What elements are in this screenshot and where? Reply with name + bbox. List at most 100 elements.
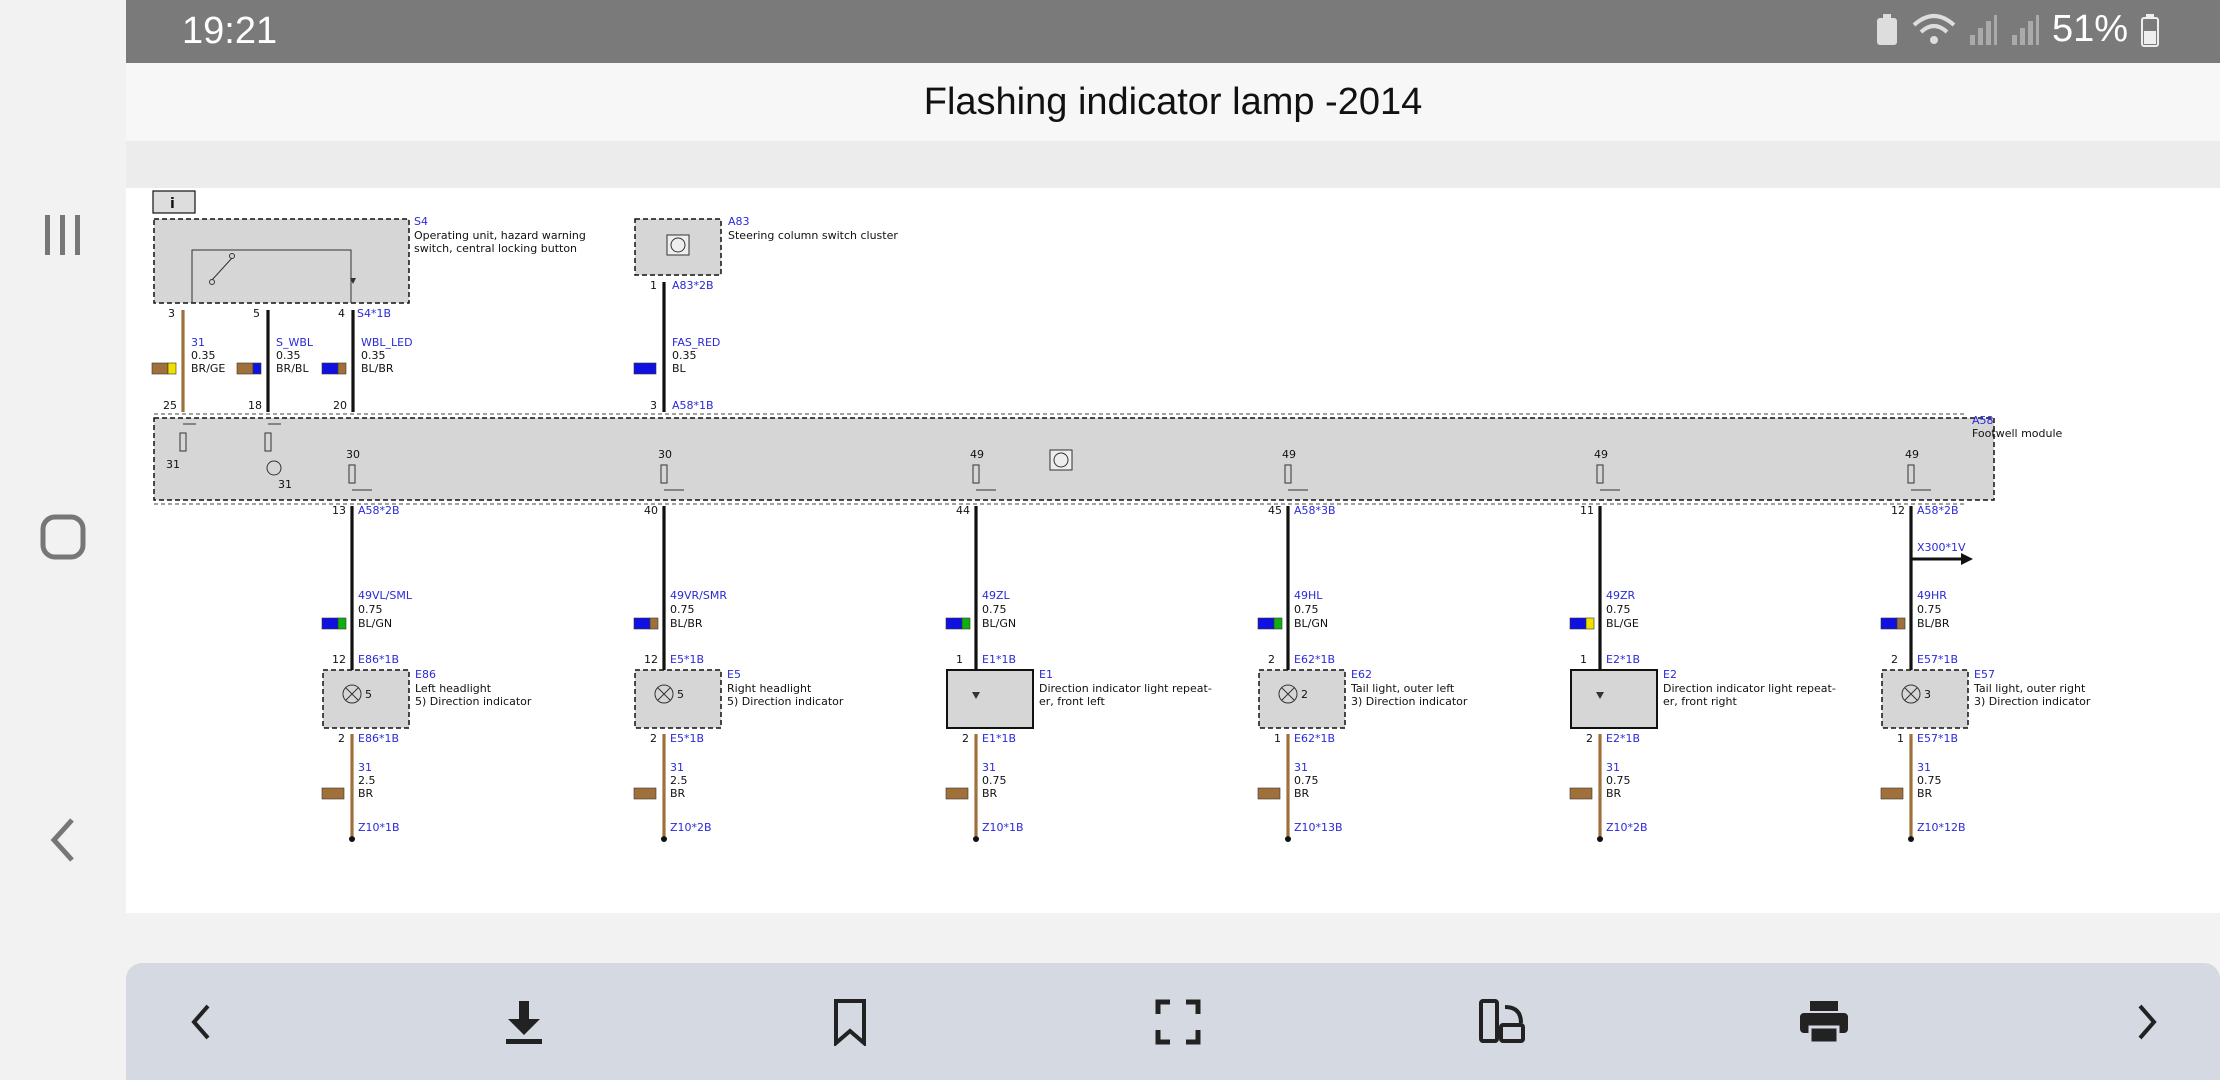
device-desc-2: 3) Direction indicator: [1351, 695, 1468, 708]
device-desc: Direction indicator light repeat-: [1039, 682, 1212, 695]
system-back-icon[interactable]: [33, 810, 93, 870]
output-wire-swatch-stripe: [337, 617, 347, 630]
ground-wire-color: BR: [1606, 787, 1622, 800]
lamp-number: 3: [1924, 688, 1931, 701]
device-connector: E5*1B: [670, 653, 704, 666]
lamp-number: 5: [365, 688, 372, 701]
ground-connector: E57*1B: [1917, 732, 1958, 745]
ground-wire-swatch: [1569, 787, 1593, 800]
ground-wire-color: BR: [358, 787, 374, 800]
ground-point: Z10*2B: [670, 821, 712, 834]
download-icon[interactable]: [493, 991, 555, 1053]
ground-wire-swatch: [1880, 787, 1904, 800]
s4-box: [153, 218, 410, 304]
print-icon[interactable]: [1793, 991, 1855, 1053]
signal-icon-2: [2011, 14, 2039, 45]
ground-symbol: [1285, 836, 1291, 842]
a58-ground-label-2: 31: [278, 478, 292, 491]
device-pin: 12: [644, 653, 658, 666]
a58-resistor-out: [1907, 464, 1915, 484]
ground-wire-size: 0.75: [982, 774, 1007, 787]
device-desc: Right headlight: [727, 682, 812, 695]
ground-wire-size: 2.5: [670, 774, 688, 787]
ground-wire-swatch: [945, 787, 969, 800]
s4-wire-swatch-stripe: [167, 362, 177, 375]
a58-out-pin: 40: [644, 504, 658, 517]
lamp-icon-cross-2: [657, 687, 671, 701]
a58-connector: A58*1B: [672, 399, 714, 412]
ground-point: Z10*12B: [1917, 821, 1966, 834]
a58-out-pin: 11: [1580, 504, 1594, 517]
status-icons: 51%: [1874, 8, 2160, 51]
device-desc-2: 5) Direction indicator: [727, 695, 844, 708]
output-wire-name: 49VL/SML: [358, 589, 413, 602]
lamp-icon-cross-2: [1904, 687, 1918, 701]
s4-pin: 5: [253, 307, 260, 320]
a58-out-pin: 44: [956, 504, 970, 517]
forward-icon[interactable]: [2116, 991, 2178, 1053]
a83-desc: Steering column switch cluster: [728, 229, 898, 242]
a58-out-connector: A58*3B: [1294, 504, 1336, 517]
s4-pin: 4: [338, 307, 345, 320]
device-desc: Tail light, outer left: [1350, 682, 1455, 695]
home-icon[interactable]: [33, 507, 93, 567]
branch-connector: X300*1V: [1917, 541, 1966, 554]
device-connector: E2*1B: [1606, 653, 1640, 666]
device-box: [1881, 669, 1969, 729]
ground-pin: 2: [962, 732, 969, 745]
output-wire-color: BL/GN: [1294, 617, 1328, 630]
ground-connector: E86*1B: [358, 732, 399, 745]
led-icon: [972, 692, 980, 699]
a83-pin: 1: [650, 279, 657, 292]
fullscreen-icon[interactable]: [1147, 991, 1209, 1053]
clock: 19:21: [182, 10, 278, 52]
ground-symbol: [1908, 836, 1914, 842]
ground-connector: E1*1B: [982, 732, 1016, 745]
page-title: Flashing indicator lamp -2014: [923, 80, 1423, 123]
output-wire-color: BL/GN: [982, 617, 1016, 630]
bottom-toolbar: [126, 963, 2220, 1080]
ground-wire-color: BR: [1294, 787, 1310, 800]
ground-wire-swatch: [1257, 787, 1281, 800]
a83-wire-swatch: [633, 362, 657, 375]
output-wire-swatch-stripe: [1585, 617, 1595, 630]
device-box: [1258, 669, 1346, 729]
device-desc: Left headlight: [415, 682, 492, 695]
device-box: [634, 669, 722, 729]
a58-resistor-2: [264, 432, 272, 452]
a58-internal-pin: 49: [1905, 448, 1919, 461]
ground-wire-color: BR: [982, 787, 998, 800]
device-id: E1: [1039, 668, 1053, 681]
device-pin: 2: [1268, 653, 1275, 666]
s4-desc-2: switch, central locking button: [414, 242, 577, 255]
ground-wire-name: 31: [1917, 761, 1931, 774]
s4-wire-name: WBL_LED: [361, 336, 413, 349]
s4-connector: S4*1B: [357, 307, 391, 320]
s4-wire-swatch-stripe: [337, 362, 347, 375]
ground-wire-name: 31: [982, 761, 996, 774]
back-icon[interactable]: [170, 991, 232, 1053]
bookmark-icon[interactable]: [819, 991, 881, 1053]
a58-pin: 3: [650, 399, 657, 412]
output-wire-color: BL/BR: [1917, 617, 1950, 630]
device-id: E57: [1974, 668, 1995, 681]
device-id: E62: [1351, 668, 1372, 681]
s4-wire-name: S_WBL: [276, 336, 314, 349]
lamp-number: 2: [1301, 688, 1308, 701]
ground-wire-name: 31: [358, 761, 372, 774]
device-box: [946, 669, 1034, 729]
s4-pin: 3: [168, 307, 175, 320]
recent-apps-icon[interactable]: [33, 205, 93, 265]
a58-out-pin: 13: [332, 504, 346, 517]
output-wire-name: 49HL: [1294, 589, 1323, 602]
a58-internal-pin: 30: [658, 448, 672, 461]
ground-wire-swatch: [321, 787, 345, 800]
a58-symbol-wheel: [1053, 452, 1069, 468]
output-wire-size: 0.75: [1606, 603, 1631, 616]
output-wire-name: 49VR/SMR: [670, 589, 727, 602]
ground-symbol: [661, 836, 667, 842]
rotate-icon[interactable]: [1471, 991, 1533, 1053]
device-pin: 12: [332, 653, 346, 666]
output-wire-color: BL/GE: [1606, 617, 1639, 630]
